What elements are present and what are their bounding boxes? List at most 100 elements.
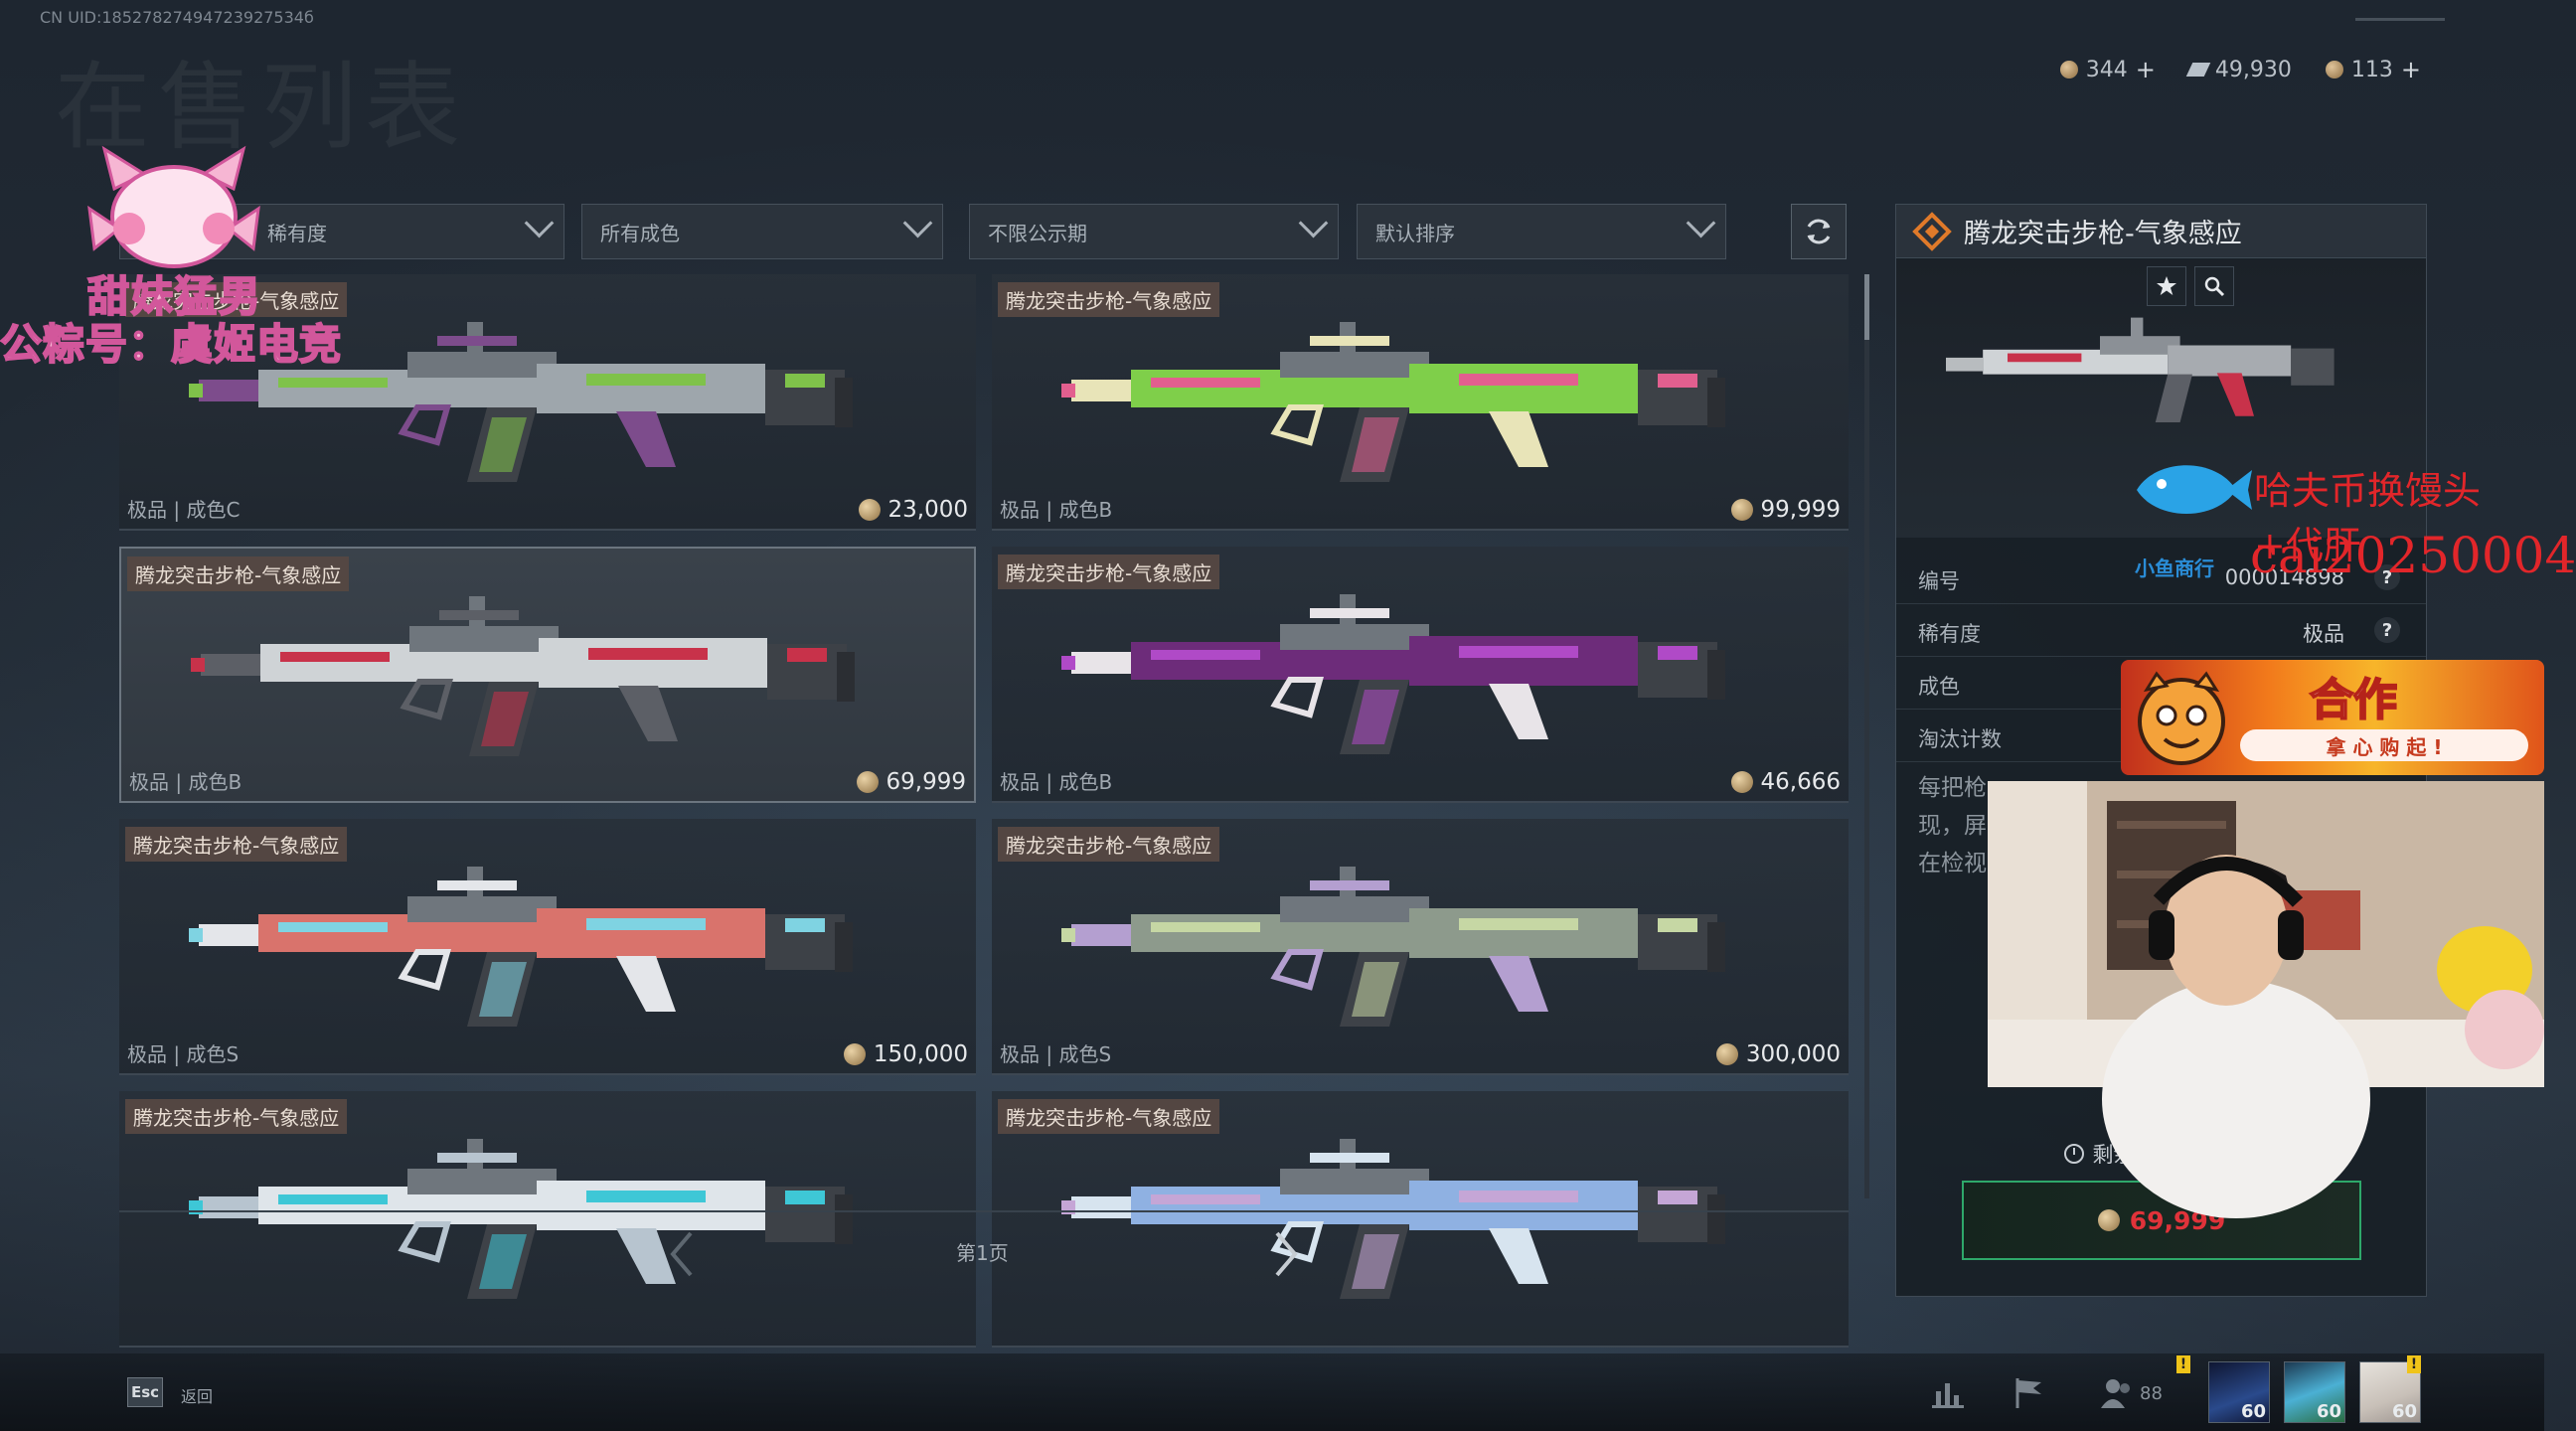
back-label[interactable]: 返回 bbox=[181, 1387, 214, 1406]
listing-price: 99,999 bbox=[1730, 497, 1841, 523]
shop-caption: 小鱼商行 bbox=[2135, 556, 2214, 580]
filter-label: 不限公示期 bbox=[988, 221, 1087, 245]
condition-filter[interactable]: 所有成色 bbox=[581, 204, 943, 259]
prop-value: 000014898 bbox=[2224, 565, 2344, 589]
scrollbar-thumb[interactable] bbox=[1864, 274, 1869, 340]
avatar-level: 60 bbox=[2391, 1401, 2417, 1422]
listing-price: 23,000 bbox=[858, 497, 968, 523]
squad-avatar[interactable]: 60 bbox=[2284, 1361, 2345, 1423]
chevron-down-icon bbox=[902, 208, 933, 238]
page-title: 在售列表 bbox=[55, 52, 468, 163]
detail-title: 腾龙突击步枪-气象感应 bbox=[1964, 219, 2242, 249]
flag-icon bbox=[2015, 1378, 2041, 1408]
prop-label: 成色 bbox=[1918, 675, 1960, 699]
listing-card[interactable]: 腾龙突击步枪-气象感应极品 | 成色B 99,999 bbox=[992, 274, 1849, 531]
filter-label: 默认排序 bbox=[1375, 221, 1455, 245]
currency-bar: 344 + 49,930 113 + bbox=[2059, 56, 2421, 83]
sponsor-banner: 合作 拿 心 购 起 ! bbox=[2121, 660, 2544, 775]
alert-badge-icon: ! bbox=[2407, 1355, 2421, 1373]
tiger-mascot-icon bbox=[2138, 671, 2225, 765]
coin-icon bbox=[1715, 1043, 1738, 1065]
sort-filter[interactable]: 默认排序 bbox=[1357, 204, 1726, 259]
webcam-scene-image bbox=[1988, 781, 2544, 1218]
rifle-preview-image bbox=[1946, 317, 2334, 422]
banner-text: 合作 bbox=[2309, 674, 2398, 726]
prev-page-button[interactable] bbox=[660, 1224, 704, 1284]
price-value: 99,999 bbox=[1760, 497, 1841, 523]
listing-price: 150,000 bbox=[843, 1041, 968, 1067]
rifle-skin-image bbox=[1061, 594, 1725, 754]
chevron-down-icon bbox=[1298, 208, 1329, 238]
price-value: 150,000 bbox=[873, 1041, 968, 1067]
currency-value: 49,930 bbox=[2214, 57, 2292, 82]
currency-token[interactable]: 113 + bbox=[2325, 56, 2421, 83]
prop-label: 淘汰计数 bbox=[1918, 727, 2002, 751]
help-icon[interactable]: ? bbox=[2374, 617, 2400, 643]
listing-card[interactable]: 腾龙突击步枪-气象感应 bbox=[119, 1091, 976, 1348]
coin-icon bbox=[1730, 499, 1753, 521]
stats-button[interactable] bbox=[1928, 1373, 1968, 1413]
listing-card[interactable]: 腾龙突击步枪-气象感应 bbox=[992, 1091, 1849, 1348]
listing-title: 腾龙突击步枪-气象感应 bbox=[127, 556, 350, 591]
listing-title: 腾龙突击步枪-气象感应 bbox=[998, 282, 1220, 317]
currency-value: 113 bbox=[2350, 57, 2393, 82]
favorite-button[interactable] bbox=[2147, 266, 2186, 306]
listing-grade: 极品 | 成色B bbox=[129, 770, 242, 794]
inspect-button[interactable] bbox=[2194, 266, 2234, 306]
squad-avatar[interactable]: 60 bbox=[2208, 1361, 2270, 1423]
friends-button[interactable] bbox=[2097, 1373, 2137, 1413]
filter-label: 所有成色 bbox=[600, 221, 680, 245]
listing-card[interactable]: 腾龙突击步枪-气象感应极品 | 成色B 69,999 bbox=[119, 547, 976, 803]
listing-title: 腾龙突击步枪-气象感应 bbox=[125, 827, 348, 862]
rifle-skin-image bbox=[1061, 1139, 1725, 1299]
period-filter[interactable]: 不限公示期 bbox=[969, 204, 1339, 259]
listing-title: 腾龙突击步枪-气象感应 bbox=[998, 1099, 1220, 1134]
grid-scrollbar[interactable] bbox=[1864, 274, 1869, 1198]
bottom-bar bbox=[0, 1353, 2544, 1431]
listing-title: 腾龙突击步枪-气象感应 bbox=[125, 282, 348, 317]
rifle-skin-image bbox=[189, 322, 853, 482]
flag-button[interactable] bbox=[2010, 1373, 2049, 1413]
listing-price: 46,666 bbox=[1730, 769, 1841, 795]
prop-row-rarity: 稀有度 极品 ? bbox=[1896, 605, 2426, 657]
squad-avatar[interactable]: 60 bbox=[2359, 1361, 2421, 1423]
esc-key-icon[interactable]: Esc bbox=[127, 1377, 163, 1407]
prop-label: 稀有度 bbox=[1918, 622, 1981, 646]
currency-ticket: 49,930 bbox=[2185, 56, 2292, 83]
listing-grade: 极品 | 成色B bbox=[1000, 498, 1113, 522]
listing-grade: 极品 | 成色S bbox=[1000, 1042, 1112, 1066]
people-icon bbox=[2101, 1379, 2130, 1408]
help-icon[interactable]: ? bbox=[2374, 564, 2400, 590]
listing-title: 腾龙突击步枪-气象感应 bbox=[998, 827, 1220, 862]
clock-icon bbox=[2064, 1144, 2085, 1164]
listing-price: 69,999 bbox=[856, 769, 966, 795]
streamer-webcam bbox=[1988, 781, 2544, 1218]
listing-title: 腾龙突击步枪-气象感应 bbox=[125, 1099, 348, 1134]
rifle-skin-image bbox=[1061, 867, 1725, 1027]
next-page-button[interactable] bbox=[1264, 1224, 1308, 1284]
prop-row-id: 编号 000014898 ? bbox=[1896, 553, 2426, 604]
filter-label: 稀有度 bbox=[267, 221, 327, 245]
chevron-left-icon bbox=[670, 1231, 693, 1277]
refresh-button[interactable] bbox=[1791, 204, 1847, 259]
token-icon bbox=[2325, 61, 2343, 79]
page-indicator: 第1页 bbox=[956, 1241, 1009, 1265]
prop-value: 极品 bbox=[2303, 622, 2344, 646]
prop-label: 编号 bbox=[1918, 569, 1960, 593]
banner-pill: 拿 心 购 起 ! bbox=[2240, 729, 2528, 761]
currency-coin[interactable]: 344 + bbox=[2059, 56, 2156, 83]
listing-grade: 极品 | 成色B bbox=[1000, 770, 1113, 794]
add-icon[interactable]: + bbox=[2400, 56, 2421, 83]
chevron-down-icon bbox=[1686, 208, 1716, 238]
add-icon[interactable]: + bbox=[2135, 56, 2156, 83]
rifle-skin-image bbox=[189, 867, 853, 1027]
alert-badge-icon: ! bbox=[2176, 1355, 2190, 1373]
promo-contact: cai20250004 bbox=[2250, 527, 2576, 584]
avatar-level: 60 bbox=[2316, 1401, 2341, 1422]
watermark-account: 公粽号：虞姬电竞 bbox=[0, 319, 343, 370]
